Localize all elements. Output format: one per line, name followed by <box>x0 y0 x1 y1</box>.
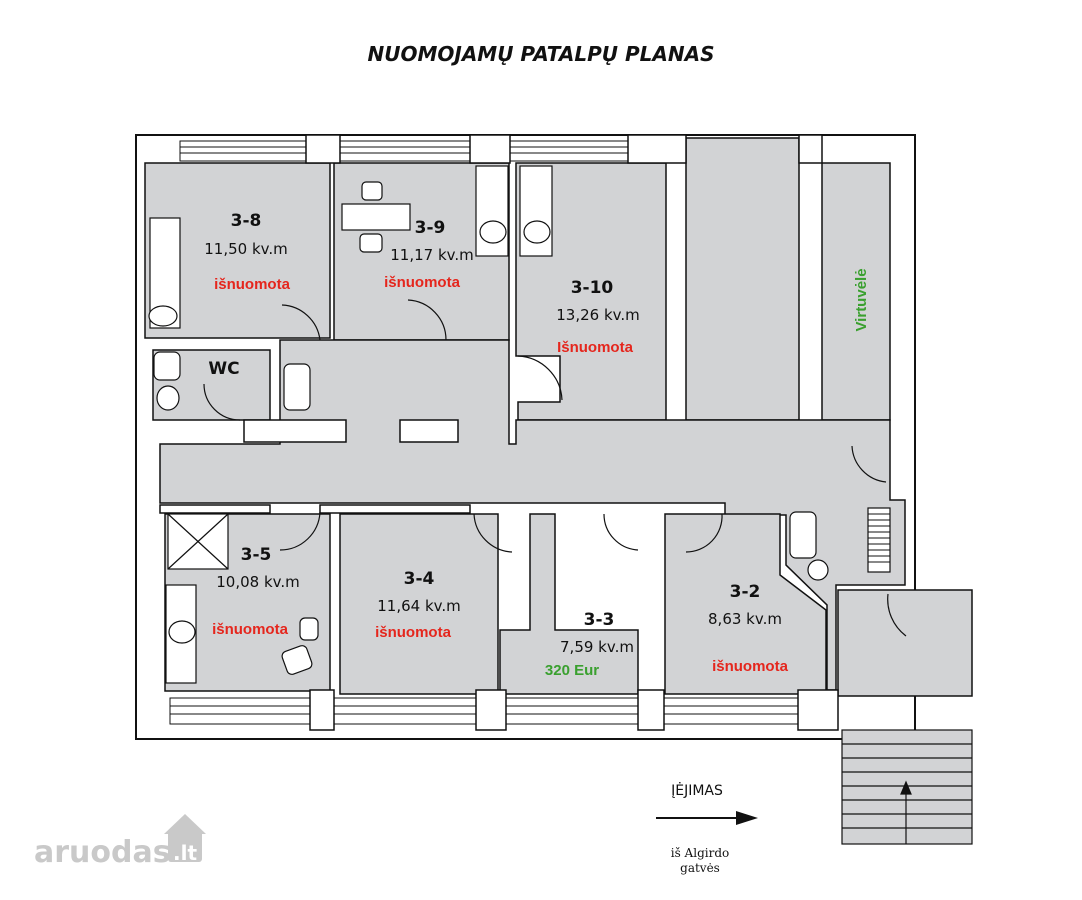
door-swing <box>685 513 723 553</box>
room-3-10-floor <box>515 162 667 421</box>
room-3-3-area: 7,59 kv.m <box>560 638 634 656</box>
room-3-4-area: 11,64 kv.m <box>377 597 461 615</box>
chair-icon <box>359 233 383 253</box>
sink-icon <box>807 559 829 581</box>
wall-pier <box>309 689 335 731</box>
room-3-9-code: 3-9 <box>415 218 446 238</box>
door-swing <box>887 593 907 637</box>
wc-label: WC <box>208 359 239 379</box>
door-swing <box>851 445 887 483</box>
room-3-5-status: išnuomota <box>212 621 288 638</box>
sink-icon <box>523 220 551 244</box>
sink-icon <box>156 385 180 411</box>
entrance-from-line2: gatvės <box>680 861 720 875</box>
door-swing <box>473 513 513 553</box>
door-swing <box>517 355 563 401</box>
room-3-2-area: 8,63 kv.m <box>708 610 782 628</box>
room-3-5-code: 3-5 <box>241 545 272 565</box>
room-3-8-code: 3-8 <box>231 211 262 231</box>
entrance-from-line1: iš Algirdo <box>671 846 729 860</box>
plan-title: NUOMOJAMŲ PATALPŲ PLANAS <box>368 42 715 66</box>
entrance-stairs <box>841 729 973 845</box>
wall-segment <box>243 419 347 443</box>
room-3-3-status: 320 Eur <box>545 662 599 679</box>
desk <box>341 203 411 231</box>
room-3-10-code: 3-10 <box>571 278 614 298</box>
bathtub-icon <box>283 363 311 411</box>
wall-pier <box>475 689 507 731</box>
logo-house-icon <box>168 830 202 862</box>
logo-name: aruodas <box>34 835 171 870</box>
wall-pier <box>797 689 839 731</box>
wall-segment <box>319 504 471 514</box>
room-3-8-status: išnuomota <box>214 276 290 293</box>
wall-segment <box>399 419 459 443</box>
wall-pier <box>305 134 341 164</box>
room-3-3-code: 3-3 <box>584 610 615 630</box>
wall-pier <box>798 134 823 164</box>
room-3-9-area: 11,17 kv.m <box>390 246 474 264</box>
sink-icon <box>168 620 196 644</box>
room-3-2-floor <box>664 513 827 695</box>
sink-icon <box>479 220 507 244</box>
aruodas-logo: aruodas .lt <box>34 814 206 870</box>
bottom-windows <box>169 697 799 725</box>
room-3-4-status: išnuomota <box>375 624 451 641</box>
door-swing <box>407 299 447 341</box>
room-3-10-status: Išnuomota <box>557 339 633 356</box>
toilet-icon <box>153 351 181 381</box>
sink-icon <box>148 305 178 327</box>
room-3-9-status: išnuomota <box>384 274 460 291</box>
entrance-arrow-icon <box>656 811 758 825</box>
room-3-2-code: 3-2 <box>730 582 761 602</box>
chair-icon <box>361 181 383 201</box>
door-swing <box>203 383 241 421</box>
bathtub-icon <box>789 511 817 559</box>
wall-pier <box>637 689 665 731</box>
chair-icon <box>281 645 313 675</box>
wall-segment <box>159 504 271 514</box>
kitchen-floor <box>821 162 891 421</box>
logo-tld: .lt <box>173 841 197 865</box>
room-3-5-area: 10,08 kv.m <box>216 573 300 591</box>
vestibule-floor <box>837 589 973 697</box>
door-swing <box>279 511 321 551</box>
room-3-2-status: išnuomota <box>712 658 788 675</box>
door-swing <box>603 513 639 551</box>
room-3-8-area: 11,50 kv.m <box>204 240 288 258</box>
entrance-label: ĮĖJIMAS <box>671 781 723 799</box>
door-swing <box>281 304 321 341</box>
room-3-4-code: 3-4 <box>404 569 435 589</box>
room-3-10-area: 13,26 kv.m <box>556 306 640 324</box>
wall-pier <box>627 134 687 164</box>
wall-pier <box>469 134 511 164</box>
top-windows <box>179 140 629 162</box>
storage-floor <box>685 137 800 421</box>
kitchen-label: Virtuvėlė <box>853 268 870 331</box>
chair-icon <box>299 617 319 641</box>
room-3-4-floor <box>339 513 499 695</box>
